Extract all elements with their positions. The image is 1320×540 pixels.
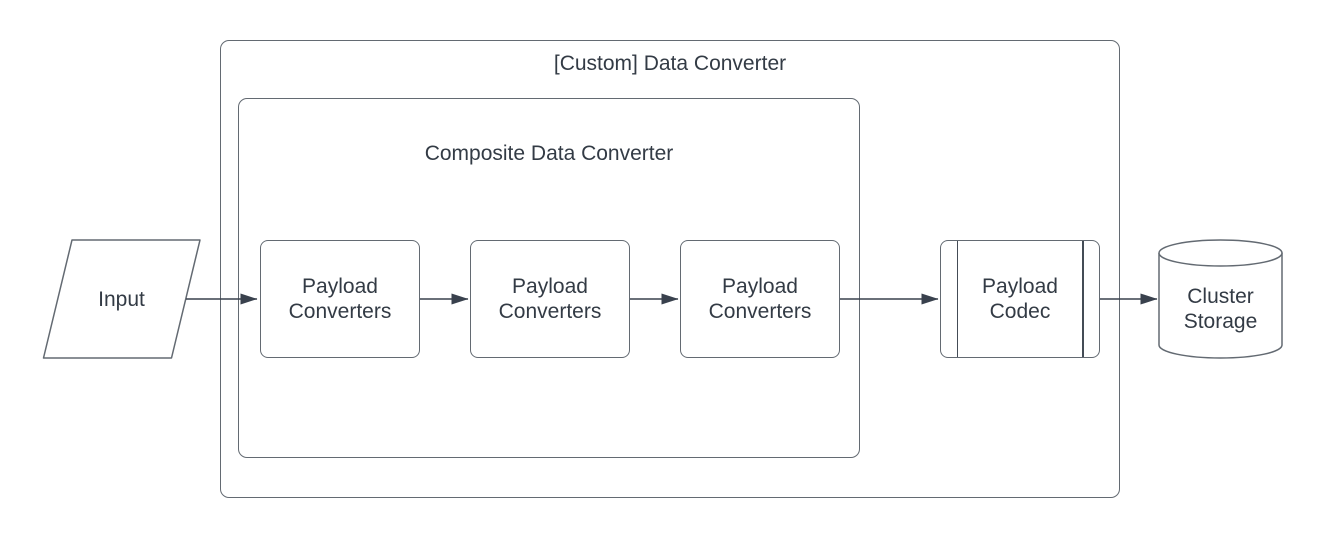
payload-converters-node-2: Payload Converters	[470, 240, 630, 358]
input-node-label: Input	[98, 287, 145, 311]
cluster-storage-cylinder-body	[1158, 253, 1283, 359]
custom-data-converter-group	[220, 40, 1120, 498]
cluster-storage-label: Cluster Storage	[1183, 285, 1258, 333]
input-parallelogram-shape	[42, 239, 201, 359]
composite-data-converter-title: Composite Data Converter	[424, 142, 674, 165]
composite-data-converter-group	[238, 98, 860, 458]
payload-converters-node-1: Payload Converters	[260, 240, 420, 358]
payload-codec-label: Payload Codec	[982, 275, 1058, 323]
codec-right-divider	[1082, 241, 1084, 357]
custom-data-converter-title: [Custom] Data Converter	[553, 52, 787, 75]
codec-left-divider	[956, 241, 958, 357]
payload-codec-node: Payload Codec	[940, 240, 1100, 358]
cluster-storage-cylinder-top	[1158, 239, 1283, 267]
payload-converters-node-3: Payload Converters	[680, 240, 840, 358]
